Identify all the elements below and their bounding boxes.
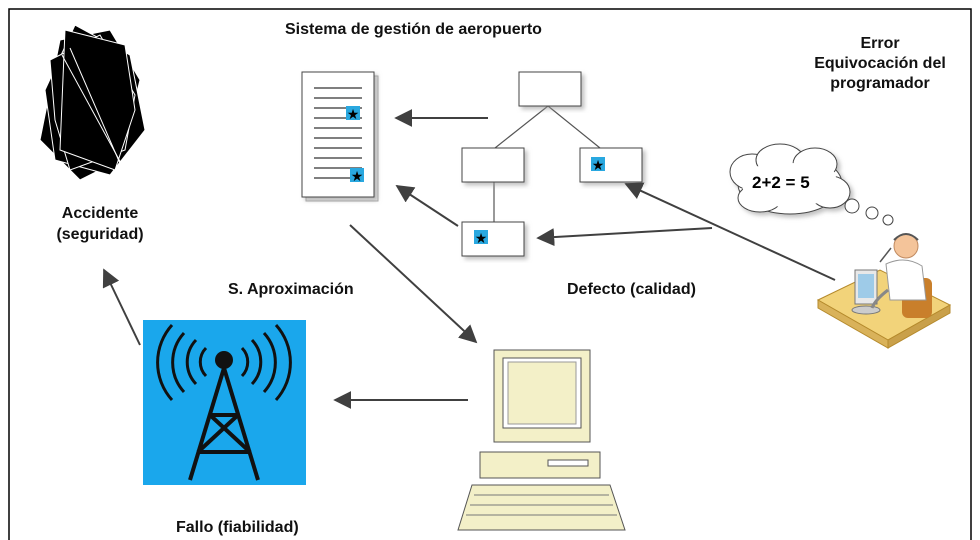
error-label-line2: Equivocación del (814, 55, 946, 72)
thought-cloud (729, 143, 851, 215)
failure-label: Fallo (fiabilidad) (176, 519, 299, 536)
document-icon: ★ ★ (301, 71, 379, 202)
accident-label-line2: (seguridad) (56, 226, 144, 243)
error-label-line3: programador (830, 75, 930, 92)
computer-icon (457, 349, 626, 531)
accident-label-line1: Accidente (61, 205, 139, 222)
arrow-tower-to-accident (102, 268, 141, 346)
arrow-document-to-computer (349, 224, 478, 344)
defect-label: Defecto (calidad) (567, 281, 696, 298)
arrow-lowbox-to-document (395, 185, 459, 227)
radio-tower-icon (143, 320, 306, 485)
arrows (102, 109, 836, 409)
structure-tree: ★ ★ (461, 71, 643, 257)
title-label: Sistema de gestión de aeropuerto (285, 21, 542, 38)
svg-text:★: ★ (347, 107, 360, 123)
outer-frame (8, 8, 972, 540)
thought-bubbles (844, 198, 894, 226)
thought-text: 2+2 = 5 (752, 173, 810, 192)
error-label-line1: Error (860, 35, 900, 52)
svg-text:★: ★ (475, 231, 488, 247)
accident-icon (39, 24, 146, 181)
approximation-label: S. Aproximación (228, 281, 354, 298)
svg-text:★: ★ (592, 158, 605, 174)
programmer-icon (816, 233, 952, 349)
svg-text:★: ★ (351, 169, 364, 185)
arrow-programmer-to-lowbox (536, 227, 713, 247)
arrow-programmer-to-box (624, 182, 836, 281)
